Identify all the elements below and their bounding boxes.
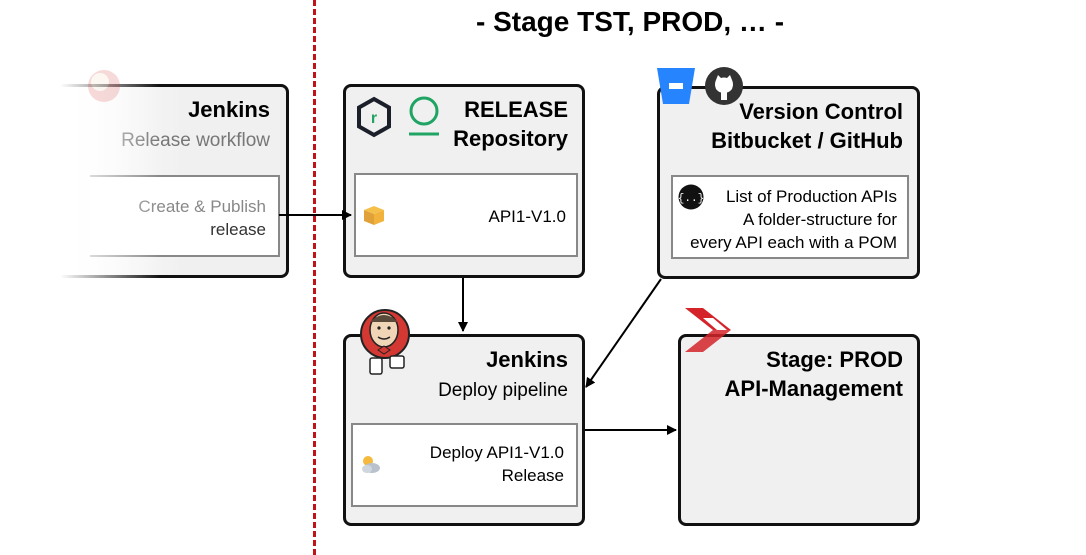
deploy-action-box: Deploy API1-V1.0 Release: [351, 423, 578, 507]
version-control-box: Version Control Bitbucket / GitHub List …: [657, 86, 920, 279]
stage-divider: [313, 0, 316, 555]
artifact-label: API1-V1.0: [488, 207, 567, 226]
prod-stage-name-line2: API-Management: [724, 376, 903, 401]
page-title: - Stage TST, PROD, … -: [475, 6, 785, 37]
jenkins-deploy-subtitle: Deploy pipeline: [438, 380, 568, 401]
vc-desc-line1: List of Production APIs: [725, 187, 897, 206]
jenkins-logo-faded-icon: [88, 70, 120, 102]
production-apis-box: List of Production APIs A folder-structu…: [671, 175, 909, 259]
deploy-action-line2: Release: [501, 466, 564, 485]
svg-text:r: r: [371, 110, 377, 127]
release-repository-box: RELEASE Repository API1-V1.0: [343, 84, 585, 278]
prod-stage-box: Stage: PROD API-Management: [678, 334, 920, 526]
jenkins-deploy-name: Jenkins: [486, 347, 568, 372]
artifact-box: API1-V1.0: [354, 173, 578, 257]
github-icon: [705, 67, 743, 105]
package-icon: [364, 206, 384, 225]
nexus-circle-icon: [409, 96, 439, 136]
deploy-action-line1: Deploy API1-V1.0: [429, 443, 564, 462]
jenkins-butler-icon: [360, 309, 410, 375]
arrow-vc-to-deploy: [585, 278, 662, 388]
bitbucket-icon: [657, 68, 695, 104]
release-repo-name-line1: RELEASE: [464, 97, 568, 122]
version-control-name-line2: Bitbucket / GitHub: [711, 128, 903, 153]
version-control-name-line1: Version Control: [739, 99, 903, 124]
json-braces-icon: {..}: [678, 184, 704, 210]
vc-desc-line3: every API each with a POM: [690, 233, 897, 252]
prod-stage-name-line1: Stage: PROD: [766, 347, 903, 372]
vc-desc-line2: A folder-structure for: [742, 210, 897, 229]
jenkins-release-action-line2: release: [210, 220, 266, 239]
release-repo-name-line2: Repository: [453, 126, 568, 151]
weather-icon: [362, 456, 380, 473]
jenkins-release-action-line1: Create & Publish: [138, 197, 266, 216]
api-management-logo-icon: [685, 308, 731, 352]
svg-text:{..}: {..}: [678, 193, 704, 205]
nexus-r-hexagon-icon: r: [357, 96, 391, 138]
jenkins-release-name: Jenkins: [188, 97, 270, 122]
jenkins-deploy-box: Jenkins Deploy pipeline Deploy API1-V1.0…: [343, 334, 585, 526]
